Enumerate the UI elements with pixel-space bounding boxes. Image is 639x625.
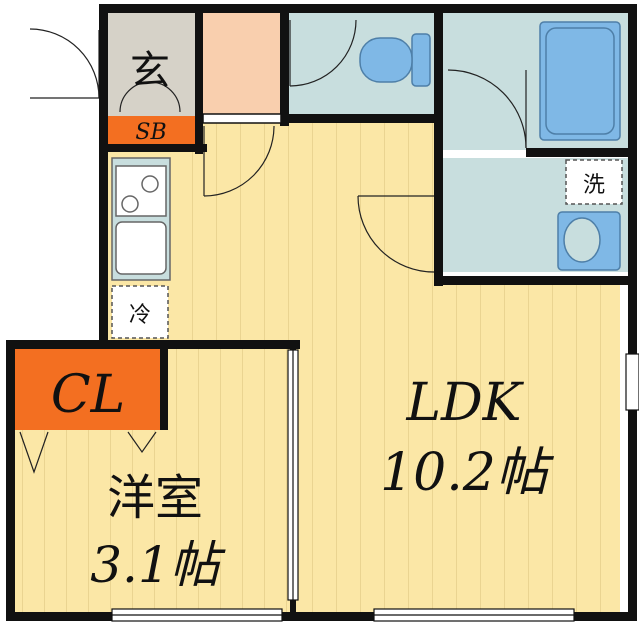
shoe-box — [107, 116, 195, 144]
wall-top — [99, 4, 637, 13]
toilet-tank — [411, 33, 431, 87]
stove-top — [115, 165, 167, 217]
wall-wash-bottom — [434, 276, 637, 285]
hall-threshold — [202, 113, 282, 124]
wall-right-lower — [628, 410, 637, 620]
wall-bath-left — [434, 116, 443, 286]
window-ldk-right — [625, 353, 639, 411]
ldk-name: LDK — [405, 373, 524, 433]
wall-right — [628, 4, 637, 354]
bathroom-door-swing — [447, 69, 527, 149]
stove-burner-1 — [121, 195, 139, 213]
entrance-step-arc-1 — [119, 81, 151, 113]
hall-floor — [195, 12, 281, 116]
wall-top-western — [6, 340, 300, 349]
wall-toilet-bottom — [280, 114, 440, 123]
wall-bottom — [6, 612, 637, 621]
closet-label: CL — [51, 365, 125, 425]
labels: 玄 SB 冷 洗 CL LDK 10.2帖 洋室 3.1帖 — [51, 48, 605, 594]
stove-burner-2 — [141, 175, 159, 193]
wall-toilet-left — [280, 4, 289, 126]
closet — [14, 348, 160, 430]
western-room-name: 洋室 — [107, 470, 203, 526]
washer-label: 洗 — [583, 173, 605, 198]
fridge-label: 冷 — [129, 303, 151, 328]
entrance-floor — [107, 12, 195, 116]
toilet-door-swing — [289, 19, 357, 87]
wall-toilet-right — [434, 4, 443, 126]
ldk-size: 10.2帖 — [380, 443, 555, 503]
entrance-step-arc-2 — [149, 81, 181, 113]
wash-basin-bowl — [563, 217, 601, 263]
toilet-bowl — [359, 37, 413, 83]
ldk-floor — [172, 122, 620, 612]
wall-left-western — [6, 340, 15, 621]
shoe-box-label: SB — [135, 120, 166, 145]
wall-left-entrance — [99, 4, 108, 348]
front-door-swing — [29, 28, 100, 99]
fridge-space — [111, 285, 169, 339]
washroom-door-swing — [357, 195, 435, 273]
corridor-door-swing — [203, 125, 275, 197]
bathtub-inner — [545, 27, 615, 135]
walls — [6, 4, 637, 621]
closet-fold-door-1 — [19, 431, 49, 474]
western-room-size: 3.1帖 — [90, 536, 226, 594]
entrance-label: 玄 — [130, 48, 170, 94]
wall-bath-wash — [526, 148, 637, 157]
fixtures — [111, 21, 621, 281]
wall-entrance-right — [195, 4, 203, 154]
wall-closet-right — [160, 348, 168, 430]
washer-space — [565, 159, 623, 205]
windows — [111, 349, 639, 622]
kitchen-sink — [115, 221, 167, 275]
wall-entrance-bottom — [99, 144, 207, 152]
closet-fold-door-2 — [127, 431, 157, 454]
